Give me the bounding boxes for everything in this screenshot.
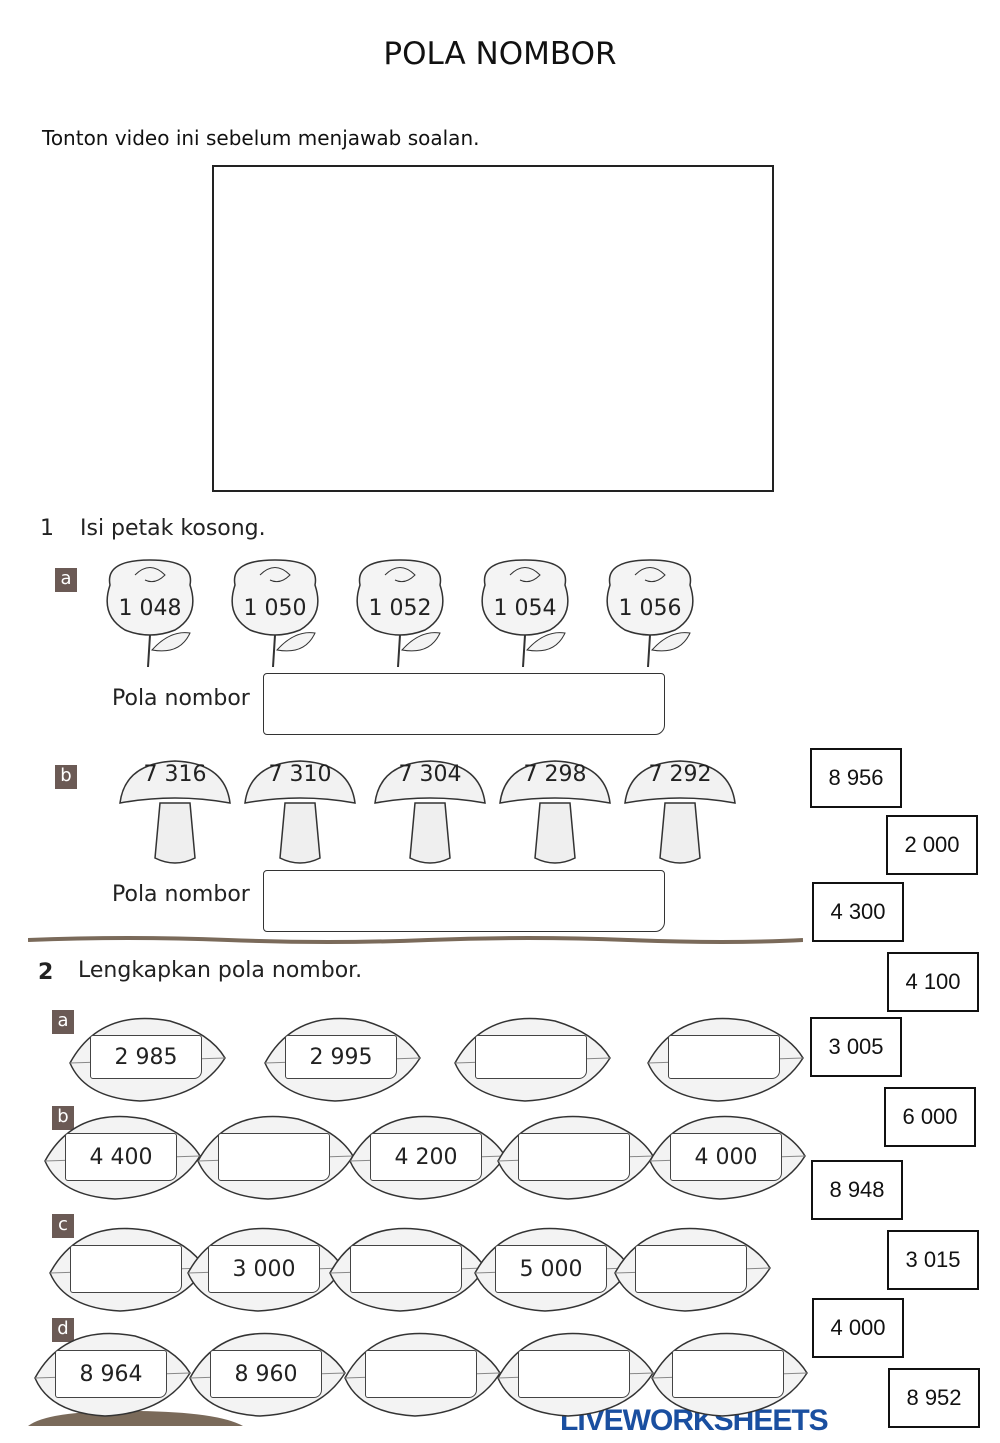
given-number: 8 964 <box>55 1350 167 1398</box>
rose-number: 1 052 <box>368 596 432 621</box>
draggable-answer[interactable]: 3 005 <box>810 1017 902 1077</box>
rose-number: 1 056 <box>618 596 682 621</box>
q1b-answer-input[interactable] <box>263 870 665 932</box>
rose-icon <box>481 559 569 667</box>
rose-icon <box>106 559 194 667</box>
answer-input[interactable] <box>218 1133 330 1181</box>
q1a-answer-input[interactable] <box>263 673 665 735</box>
q1a-pola-label: Pola nombor <box>112 686 250 711</box>
mushroom-number: 7 310 <box>268 762 332 787</box>
answer-input[interactable] <box>518 1350 630 1398</box>
mushroom-number: 7 316 <box>143 762 207 787</box>
q1b-badge: b <box>55 765 77 789</box>
q2-number: 2 <box>38 960 54 985</box>
mushroom-number: 7 304 <box>398 762 462 787</box>
rose-number: 1 050 <box>243 596 307 621</box>
given-number: 3 000 <box>208 1245 320 1293</box>
answer-input[interactable] <box>365 1350 477 1398</box>
mushroom-number: 7 298 <box>523 762 587 787</box>
given-number: 2 995 <box>285 1035 397 1079</box>
answer-input[interactable] <box>672 1350 784 1398</box>
draggable-answer[interactable]: 4 000 <box>812 1298 904 1358</box>
q1a-badge: a <box>55 568 77 592</box>
rose-number: 1 048 <box>118 596 182 621</box>
answer-input[interactable] <box>70 1245 182 1293</box>
draggable-answer[interactable]: 4 300 <box>812 882 904 942</box>
q2-instruction: Lengkapkan pola nombor. <box>78 958 363 983</box>
q1-number: 1 <box>40 516 54 541</box>
video-embed[interactable] <box>212 165 774 492</box>
answer-input[interactable] <box>635 1245 747 1293</box>
q1-instruction: Isi petak kosong. <box>80 516 266 541</box>
section-divider <box>28 936 803 944</box>
given-number: 8 960 <box>210 1350 322 1398</box>
draggable-answer[interactable]: 4 100 <box>887 952 979 1012</box>
draggable-answer[interactable]: 8 948 <box>811 1160 903 1220</box>
answer-input[interactable] <box>518 1133 630 1181</box>
draggable-answer[interactable]: 6 000 <box>884 1087 976 1147</box>
q2-row-c-badge: c <box>52 1214 74 1238</box>
given-number: 4 400 <box>65 1133 177 1181</box>
draggable-answer[interactable]: 3 015 <box>887 1230 979 1290</box>
rose-icon <box>606 559 694 667</box>
rose-number: 1 054 <box>493 596 557 621</box>
ground-decoration <box>28 1410 243 1426</box>
q2-row-d-badge: d <box>52 1318 74 1342</box>
rose-icon <box>231 559 319 667</box>
answer-input[interactable] <box>668 1035 780 1079</box>
mushroom-number: 7 292 <box>648 762 712 787</box>
given-number: 5 000 <box>495 1245 607 1293</box>
mushroom-icon <box>244 760 356 864</box>
given-number: 4 200 <box>370 1133 482 1181</box>
q2-row-b-badge: b <box>52 1106 74 1130</box>
mushroom-icon <box>624 760 736 864</box>
q2-row-a-badge: a <box>52 1010 74 1034</box>
draggable-answer[interactable]: 2 000 <box>886 815 978 875</box>
draggable-answer[interactable]: 8 952 <box>888 1368 980 1428</box>
draggable-answer[interactable]: 8 956 <box>810 748 902 808</box>
rose-icon <box>356 559 444 667</box>
instruction-text: Tonton video ini sebelum menjawab soalan… <box>42 126 480 150</box>
mushroom-icon <box>374 760 486 864</box>
answer-input[interactable] <box>475 1035 587 1079</box>
given-number: 2 985 <box>90 1035 202 1079</box>
mushroom-icon <box>119 760 231 864</box>
given-number: 4 000 <box>670 1133 782 1181</box>
q1b-pola-label: Pola nombor <box>112 882 250 907</box>
mushroom-icon <box>499 760 611 864</box>
answer-input[interactable] <box>350 1245 462 1293</box>
page-title: POLA NOMBOR <box>383 36 617 72</box>
